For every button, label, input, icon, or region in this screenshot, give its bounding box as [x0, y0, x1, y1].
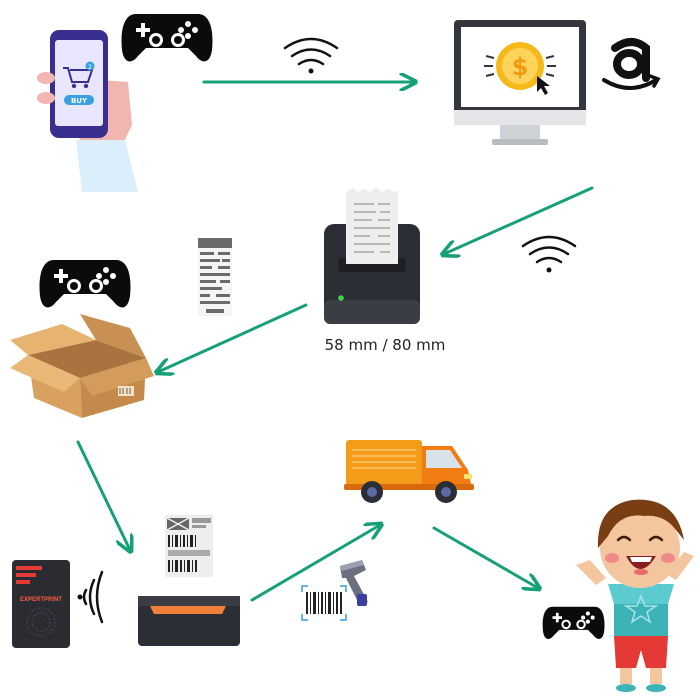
- arrow-store-to-printer: [444, 186, 594, 254]
- label-printer-icon: [138, 515, 240, 646]
- wifi-icon: [521, 235, 577, 273]
- arrow-box-to-label-printer: [76, 440, 130, 550]
- flow-arrows: [76, 82, 594, 602]
- barcode-scanner-icon: [301, 560, 368, 621]
- smartphone-shopping-icon: 2 BUY: [37, 30, 138, 192]
- buy-button: [64, 95, 94, 105]
- game-controller-icon: [542, 606, 605, 639]
- arrow-truck-to-customer: [432, 526, 538, 588]
- receipt-icon: [198, 238, 232, 316]
- game-controller-icon: [39, 260, 131, 308]
- cart-badge: [85, 61, 95, 71]
- receipt-printer-icon: [324, 188, 420, 324]
- arrow-label-printer-to-truck: [250, 525, 380, 602]
- game-controller-icon: [121, 14, 213, 62]
- label-printer-device-icon: EXPERTPRINT: [12, 560, 70, 648]
- delivery-truck-icon: [344, 440, 474, 503]
- svg-text:$: $: [512, 53, 529, 81]
- wifi-icon: [77, 570, 104, 624]
- amazon-logo-icon: [602, 38, 661, 90]
- paper-size-caption-wrapper: 58 mm / 80 mm: [324, 336, 446, 354]
- buy-button-label: BUY: [71, 97, 88, 105]
- printer-brand-label: EXPERTPRINT: [20, 597, 62, 603]
- arrow-printer-to-box: [158, 303, 308, 372]
- cart-badge-count: 2: [88, 64, 92, 71]
- paper-size-caption: 58 mm / 80 mm: [324, 336, 446, 354]
- wifi-icon: [283, 37, 339, 74]
- happy-child-icon: [576, 499, 694, 692]
- cardboard-box-icon: [10, 314, 154, 418]
- monitor-payment-icon: $: [454, 20, 586, 145]
